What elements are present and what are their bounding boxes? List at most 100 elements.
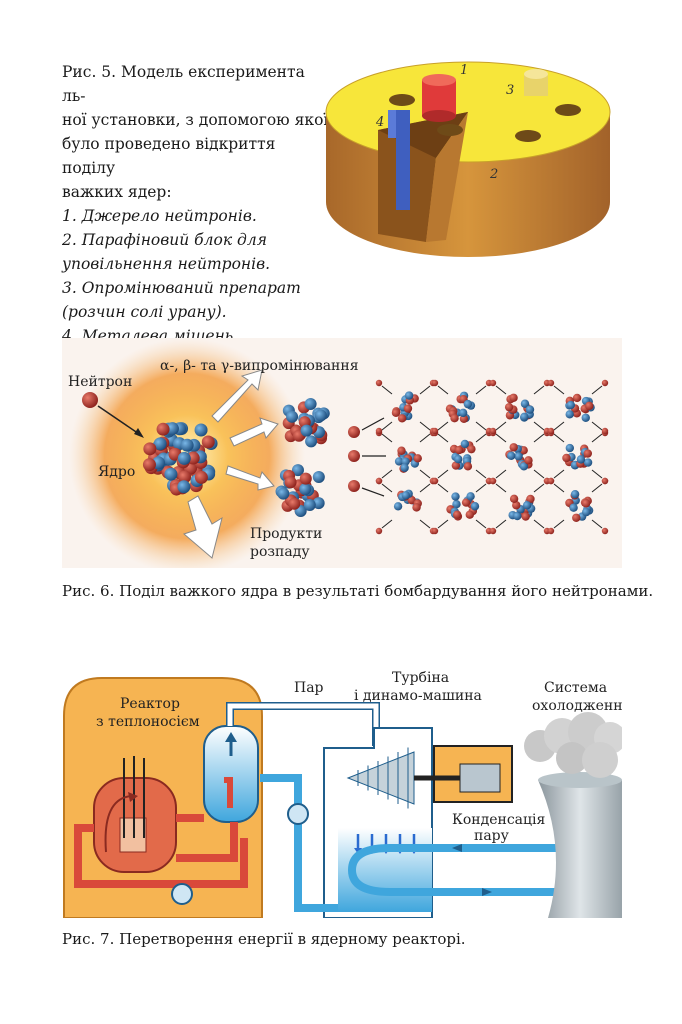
released-neutron bbox=[547, 427, 555, 435]
neutron-path bbox=[533, 433, 545, 443]
neutron-path bbox=[419, 385, 431, 395]
nucleon bbox=[526, 494, 535, 504]
nucleon bbox=[178, 470, 192, 484]
neutron-path bbox=[475, 421, 487, 431]
nucleon bbox=[509, 443, 518, 452]
fission-product-upper bbox=[282, 397, 330, 448]
released-neutron bbox=[547, 477, 555, 485]
neutron-path bbox=[553, 519, 565, 529]
radiation-arrow bbox=[183, 495, 223, 559]
chain-reaction-grid bbox=[375, 379, 609, 535]
nucleon bbox=[562, 453, 571, 463]
nucleon bbox=[458, 408, 468, 418]
nucleon bbox=[581, 499, 591, 508]
nucleon bbox=[509, 494, 519, 504]
label-products-2: розпаду bbox=[250, 544, 310, 560]
chain-nucleus bbox=[489, 477, 551, 535]
nucleon bbox=[312, 470, 325, 483]
nucleon bbox=[520, 412, 529, 422]
nucleon bbox=[525, 405, 535, 414]
released-neutron bbox=[489, 379, 497, 387]
figure6-fission-diagram: Нейтрон α-, β- та γ-випромінювання Ядро … bbox=[62, 338, 622, 568]
figure6-caption: Рис. 6. Поділ важкого ядра в результаті … bbox=[62, 582, 654, 600]
nucleon bbox=[299, 483, 312, 496]
nucleon bbox=[519, 462, 529, 471]
nucleon bbox=[277, 487, 290, 500]
neutron-path bbox=[475, 385, 487, 395]
nucleon bbox=[291, 464, 304, 477]
released-neutron bbox=[489, 477, 497, 485]
nucleon bbox=[454, 455, 463, 464]
released-neutron bbox=[601, 527, 609, 535]
nucleon bbox=[463, 399, 473, 409]
radiation-arrow bbox=[229, 417, 279, 447]
nucleon bbox=[286, 410, 299, 423]
nucleon bbox=[583, 449, 593, 458]
label-steam: Пар bbox=[294, 680, 324, 696]
neutron-path bbox=[437, 385, 449, 395]
nucleon bbox=[400, 463, 409, 472]
neutron-path bbox=[437, 519, 449, 529]
nucleon bbox=[314, 409, 327, 422]
nucleon bbox=[514, 452, 523, 461]
nucleon bbox=[300, 424, 313, 437]
figure5-caption-line: було проведено відкриття поділу bbox=[62, 135, 276, 177]
neutron-path bbox=[591, 519, 603, 529]
nucleon bbox=[393, 502, 403, 511]
nucleon bbox=[397, 446, 406, 455]
label-cooling-1: Система bbox=[544, 680, 607, 696]
nucleon bbox=[569, 503, 578, 512]
released-neutron bbox=[601, 379, 609, 387]
nucleon bbox=[304, 397, 317, 410]
nucleon bbox=[142, 458, 156, 472]
nucleon bbox=[194, 470, 208, 484]
nucleon bbox=[401, 491, 411, 500]
neutron-path bbox=[495, 421, 507, 431]
nucleon bbox=[404, 391, 414, 400]
figure5-caption-line: важких ядер: bbox=[62, 183, 172, 201]
nucleon bbox=[165, 422, 179, 436]
chain-nucleus bbox=[431, 379, 493, 437]
nucleon bbox=[581, 413, 590, 422]
nucleon bbox=[394, 457, 404, 466]
nucleon bbox=[180, 438, 194, 452]
label-3: 3 bbox=[506, 83, 514, 98]
label-reactor-2: з теплоносієм bbox=[96, 714, 200, 730]
nucleon bbox=[177, 451, 191, 465]
nucleon bbox=[401, 457, 410, 466]
nucleon bbox=[520, 399, 530, 408]
nucleon bbox=[572, 513, 581, 522]
nucleon bbox=[303, 499, 316, 512]
primary-pump bbox=[171, 883, 193, 905]
chain-nucleus bbox=[547, 379, 609, 437]
neutron-path bbox=[495, 519, 507, 529]
figure7-power-plant-diagram: Реактор з теплоносієм Пар Турбіна і дина… bbox=[63, 670, 622, 918]
nucleon bbox=[466, 492, 475, 501]
neutron-path bbox=[381, 421, 393, 431]
nucleon bbox=[513, 511, 522, 521]
nucleon bbox=[450, 413, 459, 423]
heavy-nucleus bbox=[142, 422, 218, 496]
released-neutron bbox=[348, 450, 360, 462]
neutron-path bbox=[419, 433, 431, 443]
neutron-path bbox=[381, 385, 393, 395]
chain-nucleus bbox=[547, 477, 609, 535]
block-hole bbox=[555, 104, 581, 116]
neutron-path bbox=[419, 483, 431, 493]
nucleon bbox=[524, 456, 533, 465]
chain-nucleus bbox=[375, 477, 437, 535]
block-hole bbox=[389, 94, 415, 106]
label-condensation-1: Конденсація bbox=[452, 812, 545, 828]
nucleon bbox=[397, 414, 407, 423]
feedwater-line bbox=[260, 774, 338, 912]
neutron-path bbox=[381, 519, 393, 529]
nucleon bbox=[413, 454, 422, 463]
neutron-path bbox=[437, 469, 449, 479]
fission-product-lower bbox=[275, 464, 325, 518]
nucleon bbox=[582, 507, 591, 517]
neutron-path bbox=[591, 433, 603, 443]
neutron-path bbox=[553, 421, 565, 431]
released-neutron bbox=[431, 477, 439, 485]
released-neutron bbox=[375, 379, 383, 387]
figure5-caption-line: ної установки, з допомогою якої bbox=[62, 111, 329, 129]
